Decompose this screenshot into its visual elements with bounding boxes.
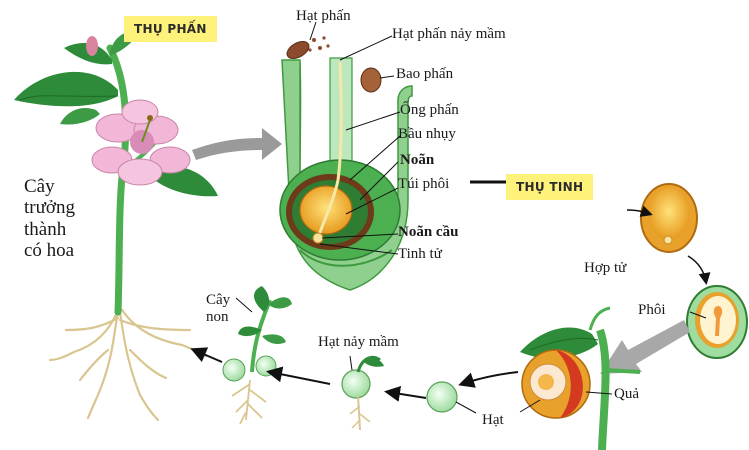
seed xyxy=(427,382,457,412)
label-anther: Bao phấn xyxy=(396,66,453,83)
label-seedling: Cây non xyxy=(206,292,230,325)
label-pollen-germinating: Hạt phấn nảy mầm xyxy=(392,26,506,43)
pollen-grains xyxy=(284,36,329,62)
label-mature-plant: Cây trưởng thành có hoa xyxy=(24,176,75,261)
embryo-ovule xyxy=(687,286,747,358)
label-ovule: Noãn xyxy=(400,152,434,169)
label-pollen: Hạt phấn xyxy=(296,8,351,25)
germinating-seed xyxy=(342,357,384,430)
zygote-ovule xyxy=(641,184,697,252)
label-ovary: Bầu nhụy xyxy=(398,126,456,143)
label-zygote: Hợp tử xyxy=(584,260,626,277)
pistil xyxy=(280,58,412,290)
fruit-arrow xyxy=(600,320,690,374)
pollination-arrow xyxy=(192,128,282,160)
stage-label-pollination: THỤ PHẤN xyxy=(124,16,217,42)
label-germinating-seed: Hạt nảy mầm xyxy=(318,334,399,351)
label-embryo: Phôi xyxy=(638,302,666,319)
fruit-branch xyxy=(520,308,640,450)
label-egg-cell: Noãn cầu xyxy=(398,224,458,241)
label-sperm: Tinh tử xyxy=(398,246,442,263)
seedling xyxy=(223,286,292,424)
anther xyxy=(361,68,381,92)
label-embryo-sac: Túi phôi xyxy=(398,176,449,193)
stage-label-fertilization: THỤ TINH xyxy=(506,174,593,200)
flower xyxy=(92,100,190,185)
label-pollen-tube: Ống phấn xyxy=(400,102,459,119)
label-seed: Hạt xyxy=(482,412,504,429)
label-fruit: Quả xyxy=(614,386,639,403)
